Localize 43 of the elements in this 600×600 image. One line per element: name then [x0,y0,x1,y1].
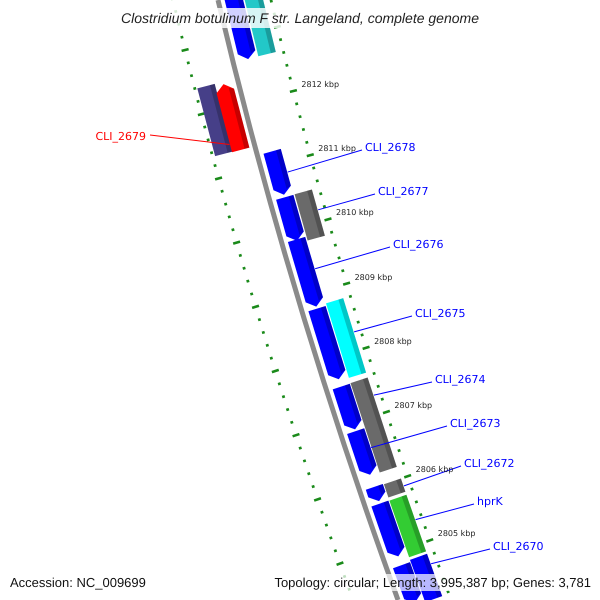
tick-label: 2807 kbp [394,401,432,411]
gene-block [216,84,250,152]
gene-block [347,428,376,475]
gene-label: CLI_2670 [493,540,544,554]
gene-label: CLI_2675 [415,307,466,321]
tick-label: 2811 kbp [318,144,356,154]
gene-block [197,84,232,156]
gene-label: CLI_2676 [393,238,444,252]
gene-block [371,500,404,556]
leader-line [415,504,474,520]
gene-label: CLI_2672 [464,457,515,471]
leader-line [403,466,462,486]
tick-label: 2809 kbp [354,272,392,283]
gene-block [294,190,325,240]
gene-label: CLI_2677 [378,185,429,199]
gene-label: hprK [477,495,503,509]
gene-block [366,484,386,502]
gene-label: CLI_2678 [365,141,416,155]
leader-line [373,382,432,396]
gene-block [288,236,323,307]
gene-block [389,494,426,558]
leader-line [370,426,448,448]
leader-line [318,194,376,210]
tick-label: 2808 kbp [374,336,412,347]
gene-label: CLI_2674 [435,373,486,387]
gene-block [350,378,397,472]
gene-block [308,306,346,380]
genome-stats-text: Topology: circular; Length: 3,995,387 bp; Genes: 3,781 [274,574,591,590]
leader-line [287,150,362,173]
leader-line [150,134,230,146]
tick-label: 2812 kbp [301,80,340,90]
tick-label: 2810 kbp [336,208,374,218]
gene-label: CLI_2673 [450,417,501,431]
leader-line [314,246,390,270]
gene-block [326,298,366,378]
tick-label: 2805 kbp [438,529,476,540]
gene-block [264,148,291,195]
gene-block [332,384,362,430]
gene-block [384,478,406,498]
leader-line [354,316,412,332]
gene-block [276,194,304,241]
gene-label: CLI_2679 [95,130,146,144]
leader-line [430,548,490,564]
